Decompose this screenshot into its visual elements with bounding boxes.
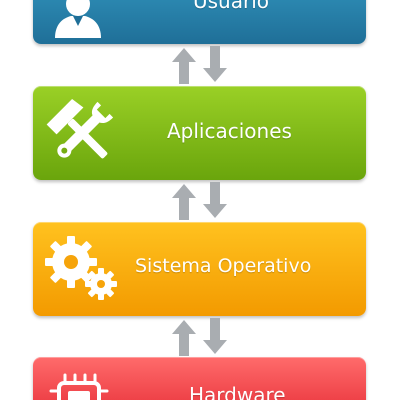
bidirectional-arrows-icon — [168, 316, 232, 358]
gears-icon — [41, 232, 123, 304]
layer-label: Aplicaciones — [167, 119, 292, 143]
layer-sistema-operativo: Sistema Operativo — [33, 222, 366, 316]
tools-icon — [45, 96, 119, 170]
layer-label: Sistema Operativo — [135, 255, 312, 277]
bidirectional-arrows-icon — [168, 180, 232, 222]
bidirectional-arrows-icon — [168, 44, 232, 86]
layer-label: Usuario — [193, 0, 270, 13]
layer-hardware: Hardware — [33, 357, 366, 400]
chip-icon — [49, 373, 109, 400]
layer-aplicaciones: Aplicaciones — [33, 86, 366, 180]
layer-label: Hardware — [189, 383, 286, 400]
user-icon — [49, 0, 107, 38]
layer-usuario: Usuario — [33, 0, 366, 44]
